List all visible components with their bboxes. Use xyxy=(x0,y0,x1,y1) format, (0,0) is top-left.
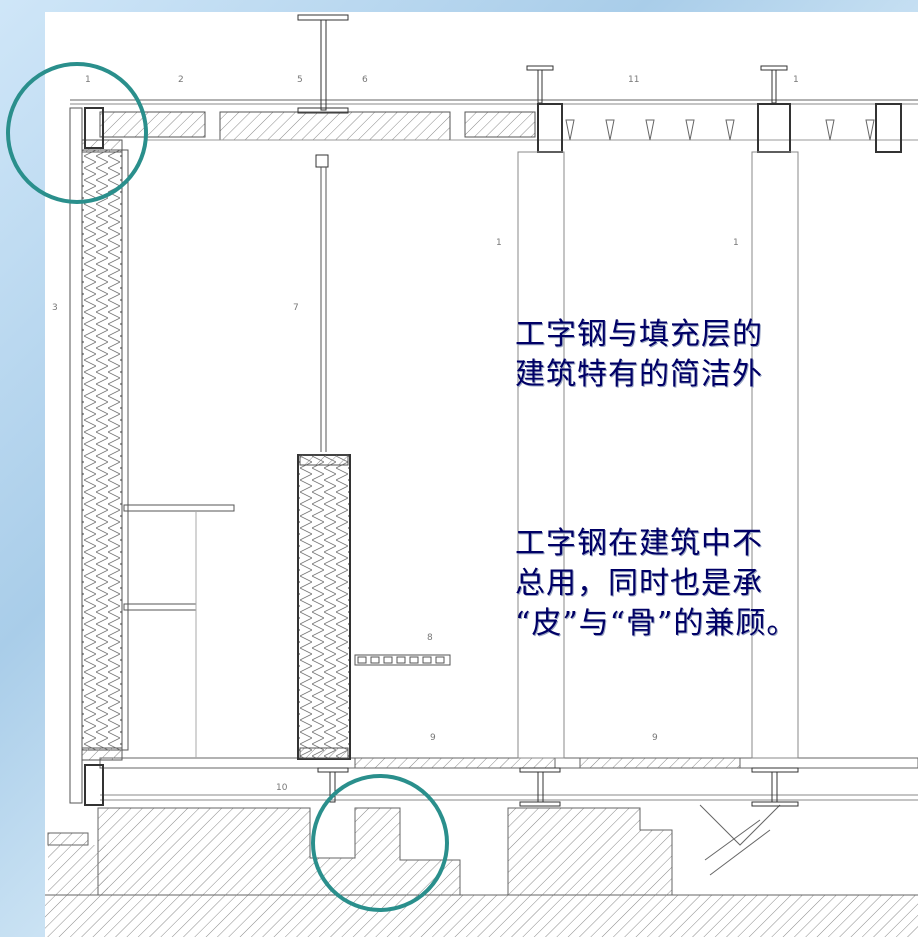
highlight-circle-bottom xyxy=(311,774,449,912)
callout-11: 11 xyxy=(628,75,639,85)
callout-7: 7 xyxy=(293,303,299,313)
callout-10: 10 xyxy=(276,783,288,793)
highlight-circle-top xyxy=(6,62,148,204)
callout-1: 1 xyxy=(85,75,91,85)
callout-9a: 9 xyxy=(430,733,436,743)
callout-2: 2 xyxy=(178,75,184,85)
callout-3: 3 xyxy=(52,303,58,313)
center-panel xyxy=(297,154,351,760)
vent-row xyxy=(354,654,451,666)
steel-i-beams xyxy=(297,14,902,807)
caption-block-1: 工字钢与填充层的 建筑特有的简洁外 xyxy=(515,315,763,395)
callout-1c: 1 xyxy=(496,238,502,248)
callout-1b: 1 xyxy=(793,75,799,85)
caption-2-line-2: 总用，同时也是承 xyxy=(515,566,763,601)
callout-6: 6 xyxy=(362,75,368,85)
callout-5: 5 xyxy=(297,75,303,85)
highlight-circles xyxy=(6,62,449,912)
caption-1-line-2: 建筑特有的简洁外 xyxy=(515,357,763,392)
callout-9b: 9 xyxy=(652,733,658,743)
shelves xyxy=(123,504,235,758)
foundation xyxy=(45,804,918,937)
caption-1-line-1: 工字钢与填充层的 xyxy=(515,317,763,352)
caption-2-line-3: “皮”与“骨”的兼顾。 xyxy=(515,606,798,641)
caption-2-line-1: 工字钢在建筑中不 xyxy=(515,526,763,561)
callouts: 1 2 3 5 6 7 8 9 9 10 11 1 1 1 xyxy=(52,75,799,793)
callout-1d: 1 xyxy=(733,238,739,248)
callout-8: 8 xyxy=(427,633,433,643)
floor-slab xyxy=(99,757,918,801)
caption-block-2: 工字钢在建筑中不 总用，同时也是承 “皮”与“骨”的兼顾。 xyxy=(515,524,797,644)
left-wall xyxy=(69,107,129,806)
